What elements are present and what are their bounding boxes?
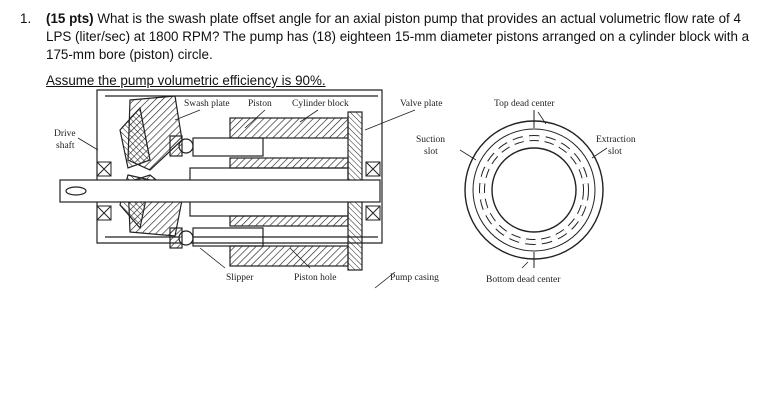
label-top-dead-center: Top dead center [494, 99, 555, 109]
label-valve-plate: Valve plate [400, 99, 442, 109]
label-pump-casing: Pump casing [390, 273, 439, 283]
piston-upper [192, 137, 264, 157]
label-slipper: Slipper [226, 273, 254, 283]
valve-plate-front-view [459, 110, 608, 269]
drive-shaft [59, 179, 381, 203]
label-extraction-slot: slot [608, 147, 622, 157]
bearings [96, 161, 381, 221]
piston-lower [192, 227, 264, 247]
label-cylinder-block: Cylinder block [292, 99, 349, 109]
label-piston-hole: Piston hole [294, 273, 337, 283]
pump-side-section [59, 89, 416, 289]
question-body: What is the swash plate offset angle for… [46, 11, 750, 62]
label-swash-plate: Swash plate [184, 99, 230, 109]
cylinder-block-upper [229, 117, 349, 139]
assumption-text: Assume the pump volumetric efficiency is… [46, 73, 326, 88]
label-piston: Piston [248, 99, 272, 109]
question-text: (15 pts) What is the swash plate offset … [46, 10, 758, 64]
cylinder-block-lower [229, 245, 349, 267]
label-drive: Drive [54, 129, 76, 139]
label-bottom-dead-center: Bottom dead center [486, 275, 561, 285]
leader-lines [77, 109, 416, 289]
question-number: 1. [20, 11, 32, 26]
label-suction-slot: slot [424, 147, 438, 157]
label-shaft: shaft [56, 140, 75, 151]
question-points: (15 pts) [46, 11, 94, 26]
label-extraction: Extraction [596, 135, 636, 145]
label-suction: Suction [416, 135, 445, 145]
